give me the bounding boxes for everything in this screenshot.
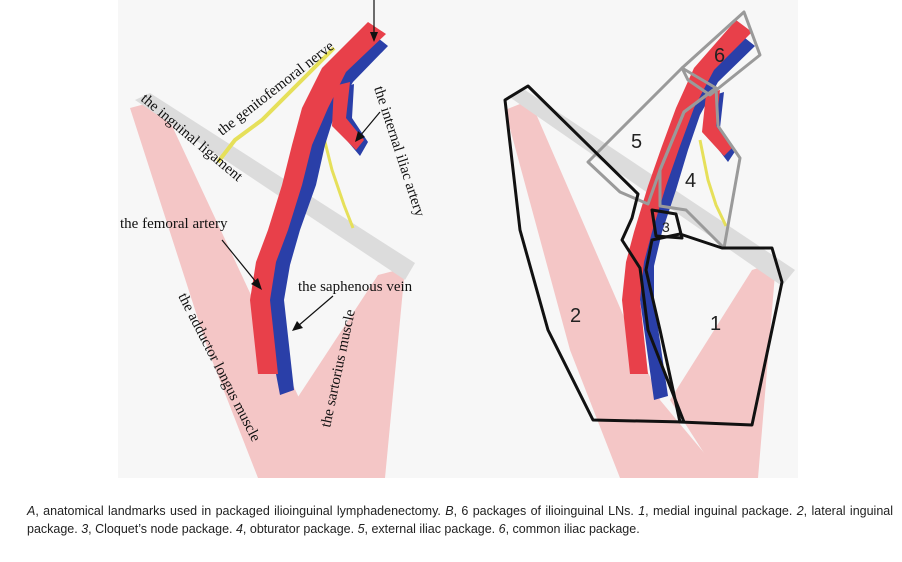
caption-text: , 6 packages of ilioinguinal LNs. xyxy=(453,504,639,518)
package-number-3: 3 xyxy=(662,219,670,235)
caption-label-a: A xyxy=(27,504,36,518)
caption-text: , lateral inguinal package. xyxy=(27,504,894,536)
package-1-outline xyxy=(644,232,784,427)
package-3-outline xyxy=(650,208,684,240)
package-number-4: 4 xyxy=(685,170,696,192)
internal-iliac-arrow-line xyxy=(359,111,381,137)
label-saphenous-vein: the saphenous vein xyxy=(298,279,413,295)
label-femoral-artery: the femoral artery xyxy=(120,216,228,232)
caption-text: , Cloquet’s node package. xyxy=(88,521,236,536)
femoral-artery-arrow-line xyxy=(221,239,257,283)
saphenous-arrow-line xyxy=(297,295,334,327)
package-number-5: 5 xyxy=(631,131,642,153)
top-arrow-head xyxy=(370,32,378,42)
vein-b xyxy=(640,38,755,400)
caption-number-3: 3 xyxy=(81,521,89,536)
figure-caption: A, anatomical landmarks used in packaged… xyxy=(27,503,893,538)
sartorius-muscle xyxy=(296,268,405,478)
nerve-branch xyxy=(320,129,355,229)
caption-label-b: B xyxy=(445,504,454,518)
nerve-b xyxy=(698,139,728,227)
caption-text: , medial inguinal package. xyxy=(645,504,797,518)
internal-iliac-artery-red xyxy=(332,82,364,150)
femoral-artery-arrow-head xyxy=(251,278,262,290)
caption-text: , obturator package. xyxy=(242,521,358,536)
caption-number-1: 1 xyxy=(638,504,646,518)
caption-number-6: 6 xyxy=(498,521,506,536)
artery-b xyxy=(622,20,752,374)
caption-text: , anatomical landmarks used in packaged … xyxy=(35,504,446,518)
femoral-artery xyxy=(250,22,386,374)
anatomy-figure: the genitofemoral nerve the inguinal lig… xyxy=(120,0,795,478)
genitofemoral-nerve xyxy=(216,46,336,164)
caption-text: , common iliac package. xyxy=(505,521,640,536)
saphenous-arrow-head xyxy=(292,321,303,331)
inguinal-ligament xyxy=(135,93,415,280)
package-2-outline xyxy=(503,84,686,424)
caption-number-2: 2 xyxy=(796,504,804,518)
caption-text: , external iliac package. xyxy=(364,521,499,536)
adductor-longus-muscle xyxy=(130,100,362,478)
lateral-muscle-b xyxy=(505,100,725,478)
package-number-2: 2 xyxy=(570,305,581,327)
package-number-6: 6 xyxy=(714,45,725,67)
panel-b: 1 2 3 4 5 6 xyxy=(503,10,795,478)
internal-iliac-arrow-head xyxy=(355,131,365,142)
package-6-outline xyxy=(680,10,762,97)
package-number-1: 1 xyxy=(710,313,721,335)
caption-number-5: 5 xyxy=(357,521,365,536)
internal-iliac-b-red xyxy=(702,90,732,156)
caption-number-4: 4 xyxy=(235,521,243,536)
